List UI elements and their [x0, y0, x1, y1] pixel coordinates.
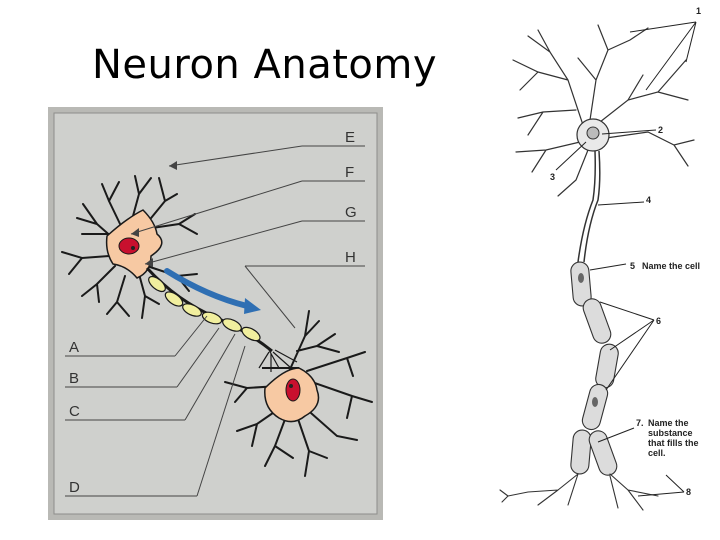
right-label-1: 1 — [696, 6, 701, 16]
right-label-3: 3 — [550, 172, 555, 182]
label-b: B — [69, 370, 79, 387]
axon — [577, 150, 596, 263]
label-lines — [65, 145, 365, 497]
slide-title: Neuron Anatomy — [92, 42, 438, 88]
right-label-5-text: Name the cell — [642, 261, 700, 271]
myelin-sheath — [148, 275, 261, 342]
right-label-5: 5 — [630, 261, 635, 271]
right-label-7-line-2: substance — [648, 428, 693, 438]
axon-terminals — [499, 473, 659, 511]
label-arrowheads — [131, 161, 177, 267]
right-label-7-line-1: Name the — [648, 418, 689, 428]
upper-nucleus — [118, 237, 140, 255]
lower-nucleus — [285, 378, 301, 402]
label-f: F — [345, 164, 354, 181]
myelin-segments — [570, 261, 619, 476]
right-label-7-line-4: cell. — [648, 448, 666, 458]
right-label-2: 2 — [658, 125, 663, 135]
right-label-6: 6 — [656, 316, 661, 326]
nucleus — [586, 126, 600, 140]
label-c: C — [69, 403, 80, 420]
axon-terminals — [258, 349, 299, 372]
label-a: A — [69, 339, 79, 356]
right-label-4: 4 — [646, 195, 651, 205]
impulse-direction-arrow — [164, 268, 250, 309]
right-label-7-line-3: that fills the — [648, 438, 699, 448]
label-e: E — [345, 129, 355, 146]
neuron-labeled-diagram: E F G H A B C D — [48, 107, 383, 520]
label-h: H — [345, 249, 356, 266]
neuron-line-diagram: 1 2 3 4 5 Name the cell 6 7. Name the su… — [499, 6, 701, 511]
label-g: G — [345, 204, 357, 221]
dendrites — [512, 24, 695, 197]
label-d: D — [69, 479, 80, 496]
leader-lines — [555, 21, 697, 497]
right-label-8: 8 — [686, 487, 691, 497]
right-label-7: 7. — [636, 418, 644, 428]
